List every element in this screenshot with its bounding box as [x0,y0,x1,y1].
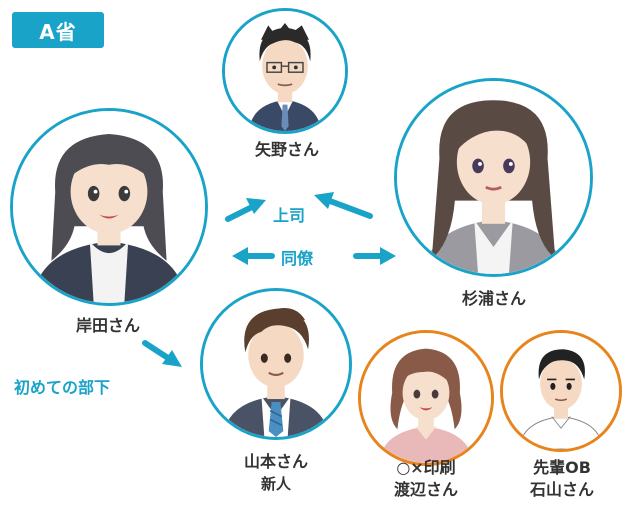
name-yamamoto: 山本さん [243,452,308,471]
portrait-sugiura-icon [397,81,590,274]
organization-badge: A省 [12,12,104,48]
name-yano: 矢野さん [254,140,319,159]
arrow-colleague-right-icon [353,247,396,265]
relation-colleague-label: 同僚 [281,249,314,268]
arrow-kishida-to-yano-icon [225,198,266,222]
avatar-ishiyama [500,330,622,452]
avatar-yano [222,8,348,134]
avatar-sugiura [394,78,593,277]
name-kishida: 岸田さん [75,316,140,335]
avatar-kishida [10,108,208,306]
name-sugiura: 杉浦さん [461,289,526,308]
arrow-sugiura-to-yano-icon [314,192,373,219]
portrait-kishida-icon [13,111,205,303]
avatar-watanabe [358,330,494,466]
portrait-yano-icon [225,11,345,131]
role-ishiyama: 先輩OB [533,458,591,477]
role-yamamoto: 新人 [260,475,291,493]
portrait-watanabe-icon [361,333,491,463]
arrow-colleague-left-icon [232,247,275,265]
company-watanabe: ○×印刷 [396,458,456,477]
name-ishiyama: 石山さん [529,480,594,499]
portrait-yamamoto-icon [203,291,349,437]
relation-boss-label: 上司 [273,206,306,225]
portrait-ishiyama-icon [503,333,619,449]
arrow-kishida-to-yamamoto-icon [142,340,182,367]
name-watanabe: 渡辺さん [393,480,458,499]
relation-first-subordinate-label: 初めての部下 [14,378,111,397]
avatar-yamamoto [200,288,352,440]
